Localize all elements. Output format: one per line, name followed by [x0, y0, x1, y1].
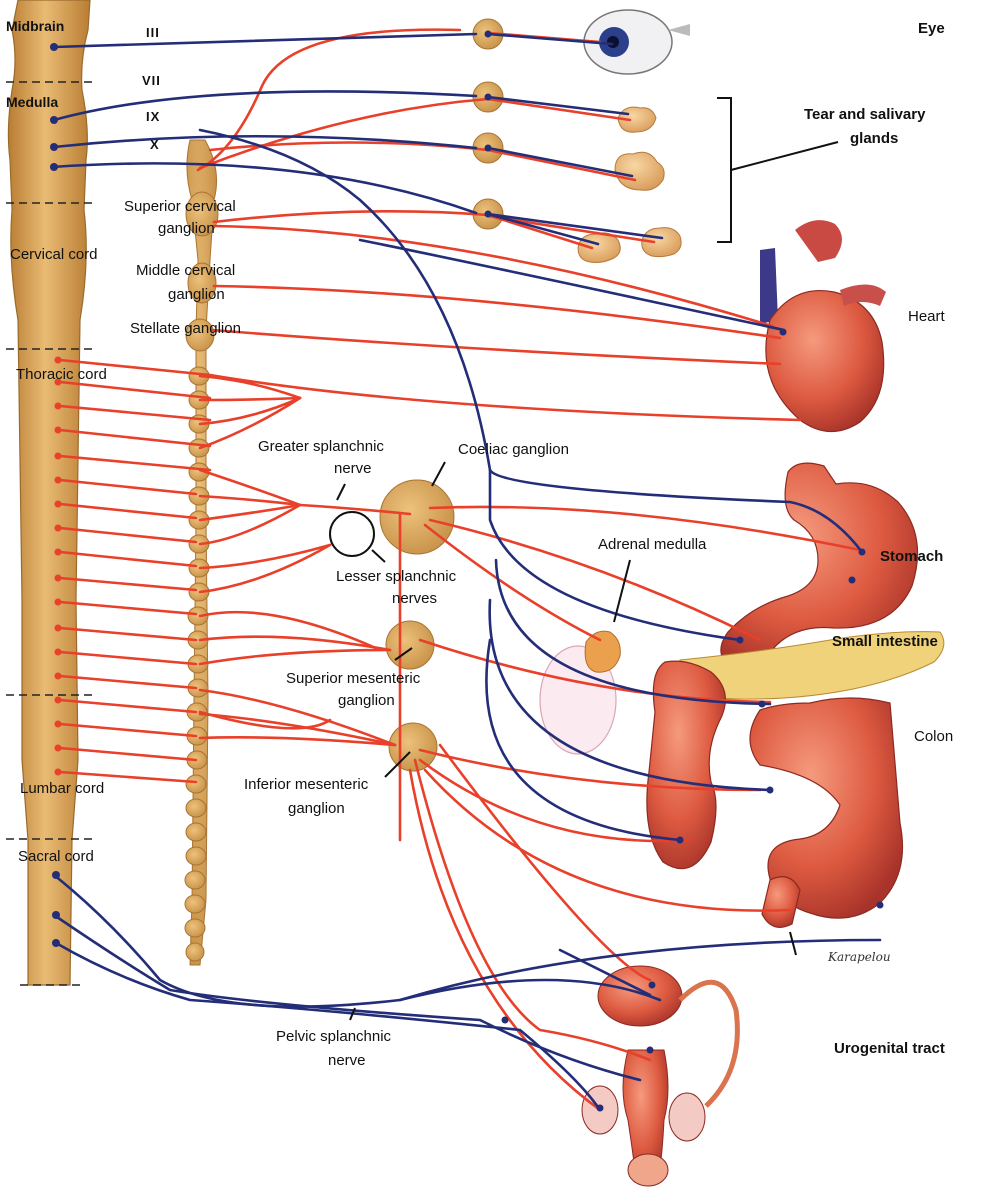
label-coeliac: Coeliac ganglion [458, 441, 569, 458]
label-medulla: Medulla [6, 94, 58, 111]
label-superior-mesenteric-1: Superior mesenteric [286, 670, 420, 687]
coeliac-ganglion [380, 480, 454, 554]
label-small-intestine: Small intestine [832, 633, 938, 650]
label-superior-cervical-1: Superior cervical [124, 198, 236, 215]
label-superior-cervical-2: ganglion [158, 220, 215, 237]
label-lumbar-cord: Lumbar cord [20, 780, 104, 797]
label-nerve-ix: IX [146, 108, 160, 125]
lesser-splanchnic-magnifier [330, 512, 374, 556]
label-lesser-splanchnic-1: Lesser splanchnic [336, 568, 456, 585]
glands-bracket [717, 98, 731, 242]
label-pelvic-splanchnic-1: Pelvic splanchnic [276, 1028, 391, 1045]
colon-tail-pointer [790, 932, 796, 955]
label-superior-mesenteric-2: ganglion [338, 692, 395, 709]
label-middle-cervical-1: Middle cervical [136, 262, 235, 279]
lesser-splanchnic-pointer [372, 550, 385, 562]
label-heart: Heart [908, 308, 945, 325]
label-tear-glands-2: glands [850, 130, 898, 147]
superior-mesenteric-ganglion [386, 621, 434, 669]
label-midbrain: Midbrain [6, 18, 64, 35]
label-greater-splanchnic-2: nerve [334, 460, 372, 477]
label-inferior-mesenteric-1: Inferior mesenteric [244, 776, 368, 793]
sympathetic-nerves [60, 30, 860, 1110]
label-nerve-x: X [150, 136, 160, 153]
label-stomach: Stomach [880, 548, 943, 565]
label-adrenal: Adrenal medulla [598, 536, 706, 553]
artist-signature: Karapelou [828, 950, 891, 964]
label-inferior-mesenteric-2: ganglion [288, 800, 345, 817]
label-pelvic-splanchnic-2: nerve [328, 1052, 366, 1069]
label-eye: Eye [918, 20, 945, 37]
label-colon: Colon [914, 728, 953, 745]
label-middle-cervical-2: ganglion [168, 286, 225, 303]
glands-pointer [731, 142, 838, 170]
adrenal-pointer [614, 560, 630, 622]
cranial-ganglia [473, 19, 503, 229]
coeliac-pointer [432, 462, 445, 486]
label-urogenital: Urogenital tract [834, 1040, 945, 1057]
greater-splanchnic-pointer [337, 484, 345, 500]
label-greater-splanchnic-1: Greater splanchnic [258, 438, 384, 455]
label-tear-glands-1: Tear and salivary [804, 106, 925, 123]
label-cervical-cord: Cervical cord [10, 246, 98, 263]
label-lesser-splanchnic-2: nerves [392, 590, 437, 607]
label-nerve-iii: III [146, 24, 160, 41]
label-nerve-vii: VII [142, 72, 161, 89]
colon-organ [647, 661, 903, 927]
inferior-mesenteric-ganglion [389, 723, 437, 771]
label-thoracic-cord: Thoracic cord [16, 366, 107, 383]
heart-organ [760, 220, 886, 431]
label-stellate: Stellate ganglion [130, 320, 241, 337]
label-sacral-cord: Sacral cord [18, 848, 94, 865]
